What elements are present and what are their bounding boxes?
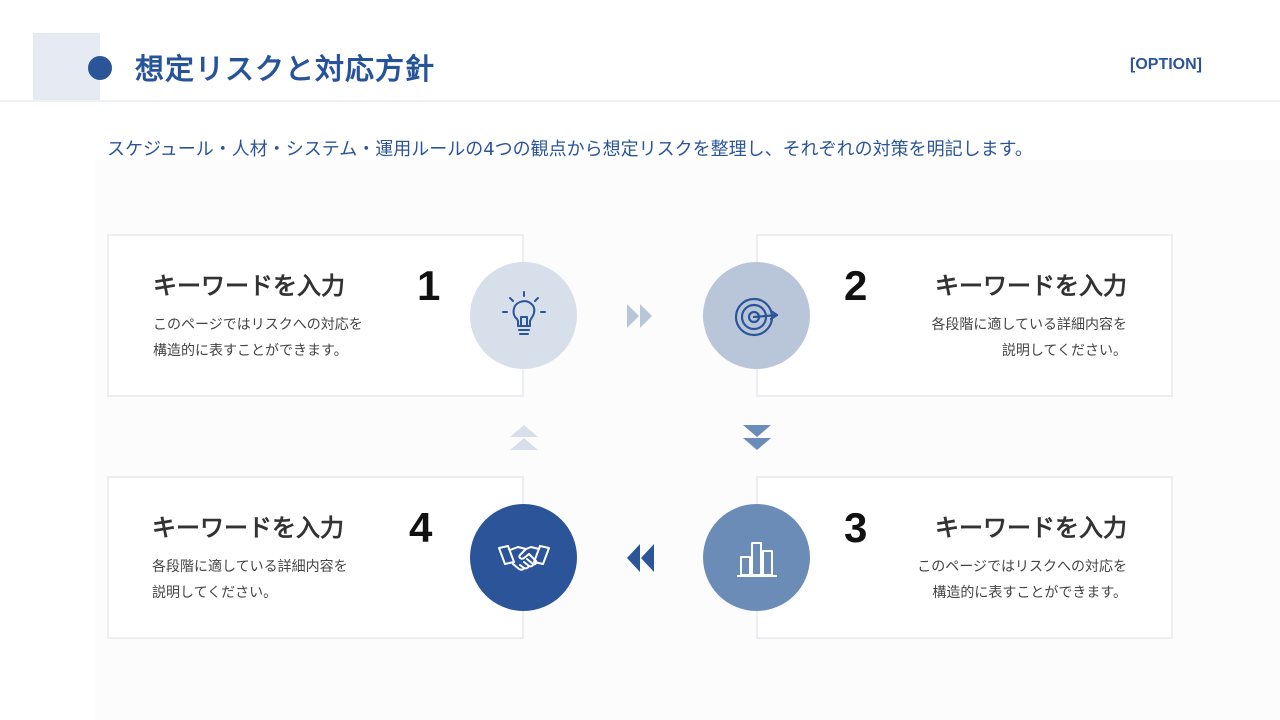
arrow-up-icon	[510, 425, 538, 450]
step-number: 3	[844, 504, 868, 551]
arrow-left-icon	[627, 544, 654, 572]
step-number: 1	[417, 262, 441, 309]
bar-chart-icon	[736, 541, 777, 577]
header-bullet-dot	[88, 56, 112, 80]
step-description: このページではリスクへの対応を 構造的に表すことができます。	[917, 554, 1127, 606]
step-keyword: キーワードを入力	[152, 514, 344, 542]
step-description: このページではリスクへの対応を 構造的に表すことができます。	[153, 312, 363, 364]
step-description-line: 説明してください。	[152, 585, 278, 601]
step-circle-2	[703, 262, 810, 369]
arrow-right-icon	[627, 304, 652, 328]
step-description: 各段階に適している詳細内容を 説明してください。	[931, 312, 1127, 364]
step-description-line: 構造的に表すことができます。	[153, 343, 348, 359]
step-number: 2	[844, 262, 868, 309]
step-description-line: 説明してください。	[1001, 343, 1127, 359]
step-description-line: このページではリスクへの対応を	[153, 317, 363, 333]
step-card-3: 3 キーワードを入力 このページではリスクへの対応を 構造的に表すことができます…	[756, 476, 1173, 639]
step-description-line: 各段階に適している詳細内容を	[931, 317, 1127, 333]
arrow-down-icon	[743, 425, 771, 450]
target-icon	[734, 297, 778, 336]
handshake-icon	[497, 544, 550, 571]
step-description-line: 各段階に適している詳細内容を	[152, 559, 348, 575]
step-card-1: キーワードを入力 このページではリスクへの対応を 構造的に表すことができます。 …	[107, 234, 524, 397]
step-description-line: 構造的に表すことができます。	[932, 585, 1127, 601]
step-description: 各段階に適している詳細内容を 説明してください。	[152, 554, 348, 606]
option-label: [OPTION]	[1130, 56, 1202, 73]
step-card-4: キーワードを入力 各段階に適している詳細内容を 説明してください。 4	[107, 476, 524, 639]
step-keyword: キーワードを入力	[935, 514, 1127, 542]
step-circle-1	[470, 262, 577, 369]
page-title: 想定リスクと対応方針	[135, 52, 436, 86]
step-card-2: 2 キーワードを入力 各段階に適している詳細内容を 説明してください。	[756, 234, 1173, 397]
step-description-line: このページではリスクへの対応を	[917, 559, 1127, 575]
header-divider	[0, 100, 1280, 102]
lightbulb-icon	[501, 290, 546, 335]
step-circle-4	[470, 504, 577, 611]
step-number: 4	[409, 504, 433, 551]
intro-text: スケジュール・人材・システム・運用ルールの4つの観点から想定リスクを整理し、それ…	[107, 139, 1033, 160]
step-keyword: キーワードを入力	[153, 272, 345, 300]
step-keyword: キーワードを入力	[935, 272, 1127, 300]
step-circle-3	[703, 504, 810, 611]
